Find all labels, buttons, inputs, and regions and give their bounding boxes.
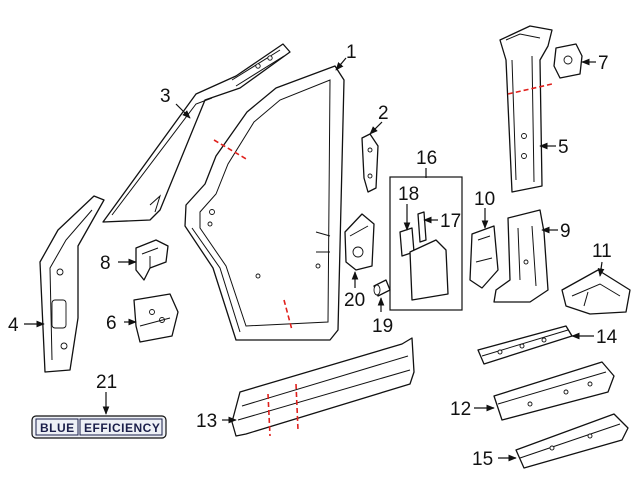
cut-line [283, 299, 293, 331]
callout-15: 15 [472, 449, 493, 470]
badge-word-1: BLUE [40, 421, 75, 435]
callout-12: 12 [450, 399, 471, 420]
callout-17: 17 [440, 211, 461, 232]
part-15-rail [515, 413, 629, 469]
part-14-rail [477, 325, 573, 365]
part-20-bracket [344, 213, 375, 271]
callout-16: 16 [416, 148, 437, 169]
callout-1: 1 [346, 42, 357, 63]
part-16-cover [409, 239, 449, 301]
callout-numbers: 1 2 3 4 5 6 7 8 9 10 11 12 13 14 15 16 1… [8, 42, 618, 470]
part-3-a-pillar-upper [102, 43, 291, 223]
callout-4: 4 [8, 315, 19, 336]
callout-2: 2 [378, 103, 389, 124]
part-8-bracket [135, 239, 169, 281]
part-19-plug [373, 279, 391, 297]
part-9-pillar-lower [493, 209, 549, 303]
callout-18: 18 [398, 184, 419, 205]
part-4-hinge-pillar [39, 195, 105, 373]
callout-6: 6 [106, 313, 117, 334]
part-7-bracket [553, 43, 583, 79]
callout-20: 20 [344, 290, 365, 311]
callout-14: 14 [596, 327, 618, 348]
callout-21: 21 [96, 372, 117, 393]
callout-11: 11 [592, 241, 612, 262]
part-10-panel [469, 225, 499, 289]
callout-9: 9 [560, 221, 571, 242]
part-1-door-frame [184, 65, 345, 341]
part-6-reinforcement [133, 293, 179, 343]
part-5-b-pillar [499, 25, 553, 193]
badge-word-2: EFFICIENCY [84, 421, 160, 435]
part-21-badge: BLUE EFFICIENCY [31, 415, 167, 439]
cut-line [213, 139, 249, 161]
callout-5: 5 [558, 137, 569, 158]
part-13-rocker [231, 337, 415, 437]
part-12-rail [493, 361, 615, 421]
part-2-strip [361, 133, 379, 193]
callout-10: 10 [474, 189, 495, 210]
part-11-bracket [561, 269, 631, 315]
callout-13: 13 [196, 411, 217, 432]
callout-8: 8 [100, 253, 111, 274]
part-17-clip [417, 211, 427, 243]
cut-line [267, 393, 271, 437]
leader-lines [24, 57, 605, 462]
callout-3: 3 [160, 86, 171, 107]
callout-7: 7 [598, 53, 609, 74]
callout-19: 19 [372, 316, 393, 337]
